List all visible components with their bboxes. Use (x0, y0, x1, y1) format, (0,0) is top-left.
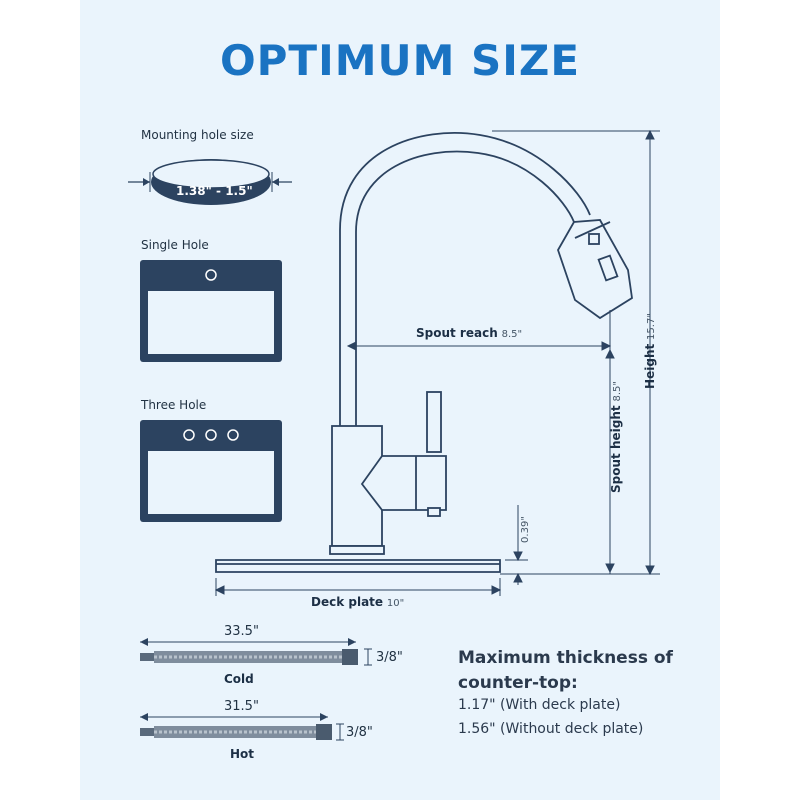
cold-hose-icon (140, 638, 372, 666)
cold-hose-length: 33.5" (224, 624, 259, 639)
spout-reach-label: Spout reach (416, 326, 498, 340)
mounting-hole-icon (128, 159, 292, 205)
dimension-lines (214, 129, 660, 596)
three-hole-sink-icon (140, 420, 282, 522)
height-value: 15.7" (645, 313, 657, 340)
single-hole-label: Single Hole (141, 238, 209, 252)
base-thickness-value: 0.39" (519, 516, 531, 543)
spout-reach-dimension: Spout reach 8.5" (416, 326, 522, 340)
spout-reach-value: 8.5" (501, 329, 523, 340)
hot-hose-label: Hot (230, 747, 255, 761)
countertop-heading-line2: counter-top: (458, 673, 578, 693)
spout-height-value: 8.5" (611, 381, 623, 402)
cold-hose-label: Cold (224, 672, 254, 686)
hot-hose-length: 31.5" (224, 699, 259, 714)
three-hole-label: Three Hole (141, 398, 207, 412)
height-label: Height (642, 343, 657, 389)
height-dimension: Height 15.7" (643, 313, 657, 389)
page-title: OPTIMUM SIZE (219, 36, 581, 85)
countertop-heading-line1: Maximum thickness of (458, 648, 673, 668)
countertop-with-deck: 1.17" (With deck plate) (458, 697, 621, 713)
deck-plate-value: 10" (386, 598, 405, 609)
countertop-without-deck: 1.56" (Without deck plate) (458, 721, 644, 737)
hot-hose-icon (140, 713, 344, 741)
spout-height-label: Spout height (608, 405, 623, 493)
background-panel (80, 0, 720, 800)
single-hole-sink-icon (140, 260, 282, 362)
mounting-hole-label: Mounting hole size (141, 128, 254, 142)
deck-plate-dimension: Deck plate 10" (311, 595, 404, 609)
hot-hose-fitting: 3/8" (346, 725, 373, 740)
deck-plate-label: Deck plate (311, 595, 384, 609)
cold-hose-fitting: 3/8" (376, 650, 403, 665)
spout-height-dimension: Spout height 8.5" (609, 381, 623, 493)
mounting-hole-range: 1.38" - 1.5" (176, 184, 253, 198)
faucet-icon (215, 132, 633, 573)
